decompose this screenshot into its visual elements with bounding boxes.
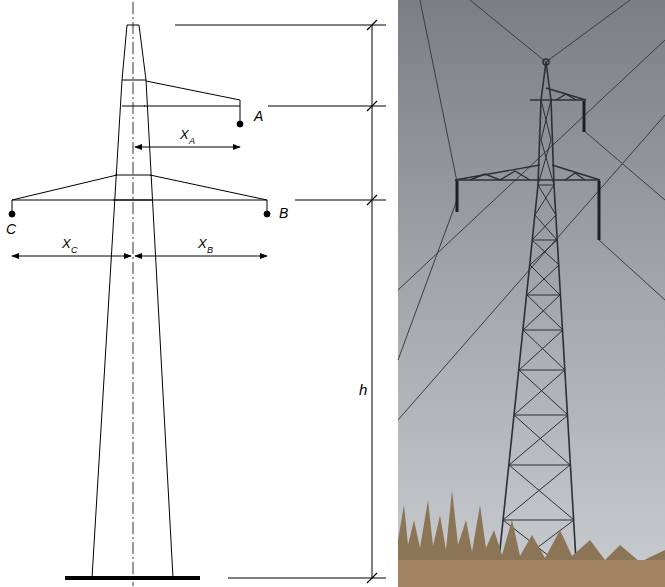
- dimension-label: X: [180, 128, 189, 141]
- dimension-label: X: [198, 237, 207, 250]
- dimension-label: X: [62, 237, 71, 250]
- point-label: C: [6, 222, 16, 236]
- tower-drawing: [9, 2, 386, 586]
- dimension-subscript: A: [189, 137, 195, 146]
- dimension-subscript: C: [71, 246, 78, 255]
- point-label: A: [254, 109, 263, 123]
- tower-photo: [398, 0, 665, 587]
- dimension-subscript: B: [207, 246, 213, 255]
- point-label: B: [279, 206, 288, 220]
- dimension-label: h: [359, 382, 367, 397]
